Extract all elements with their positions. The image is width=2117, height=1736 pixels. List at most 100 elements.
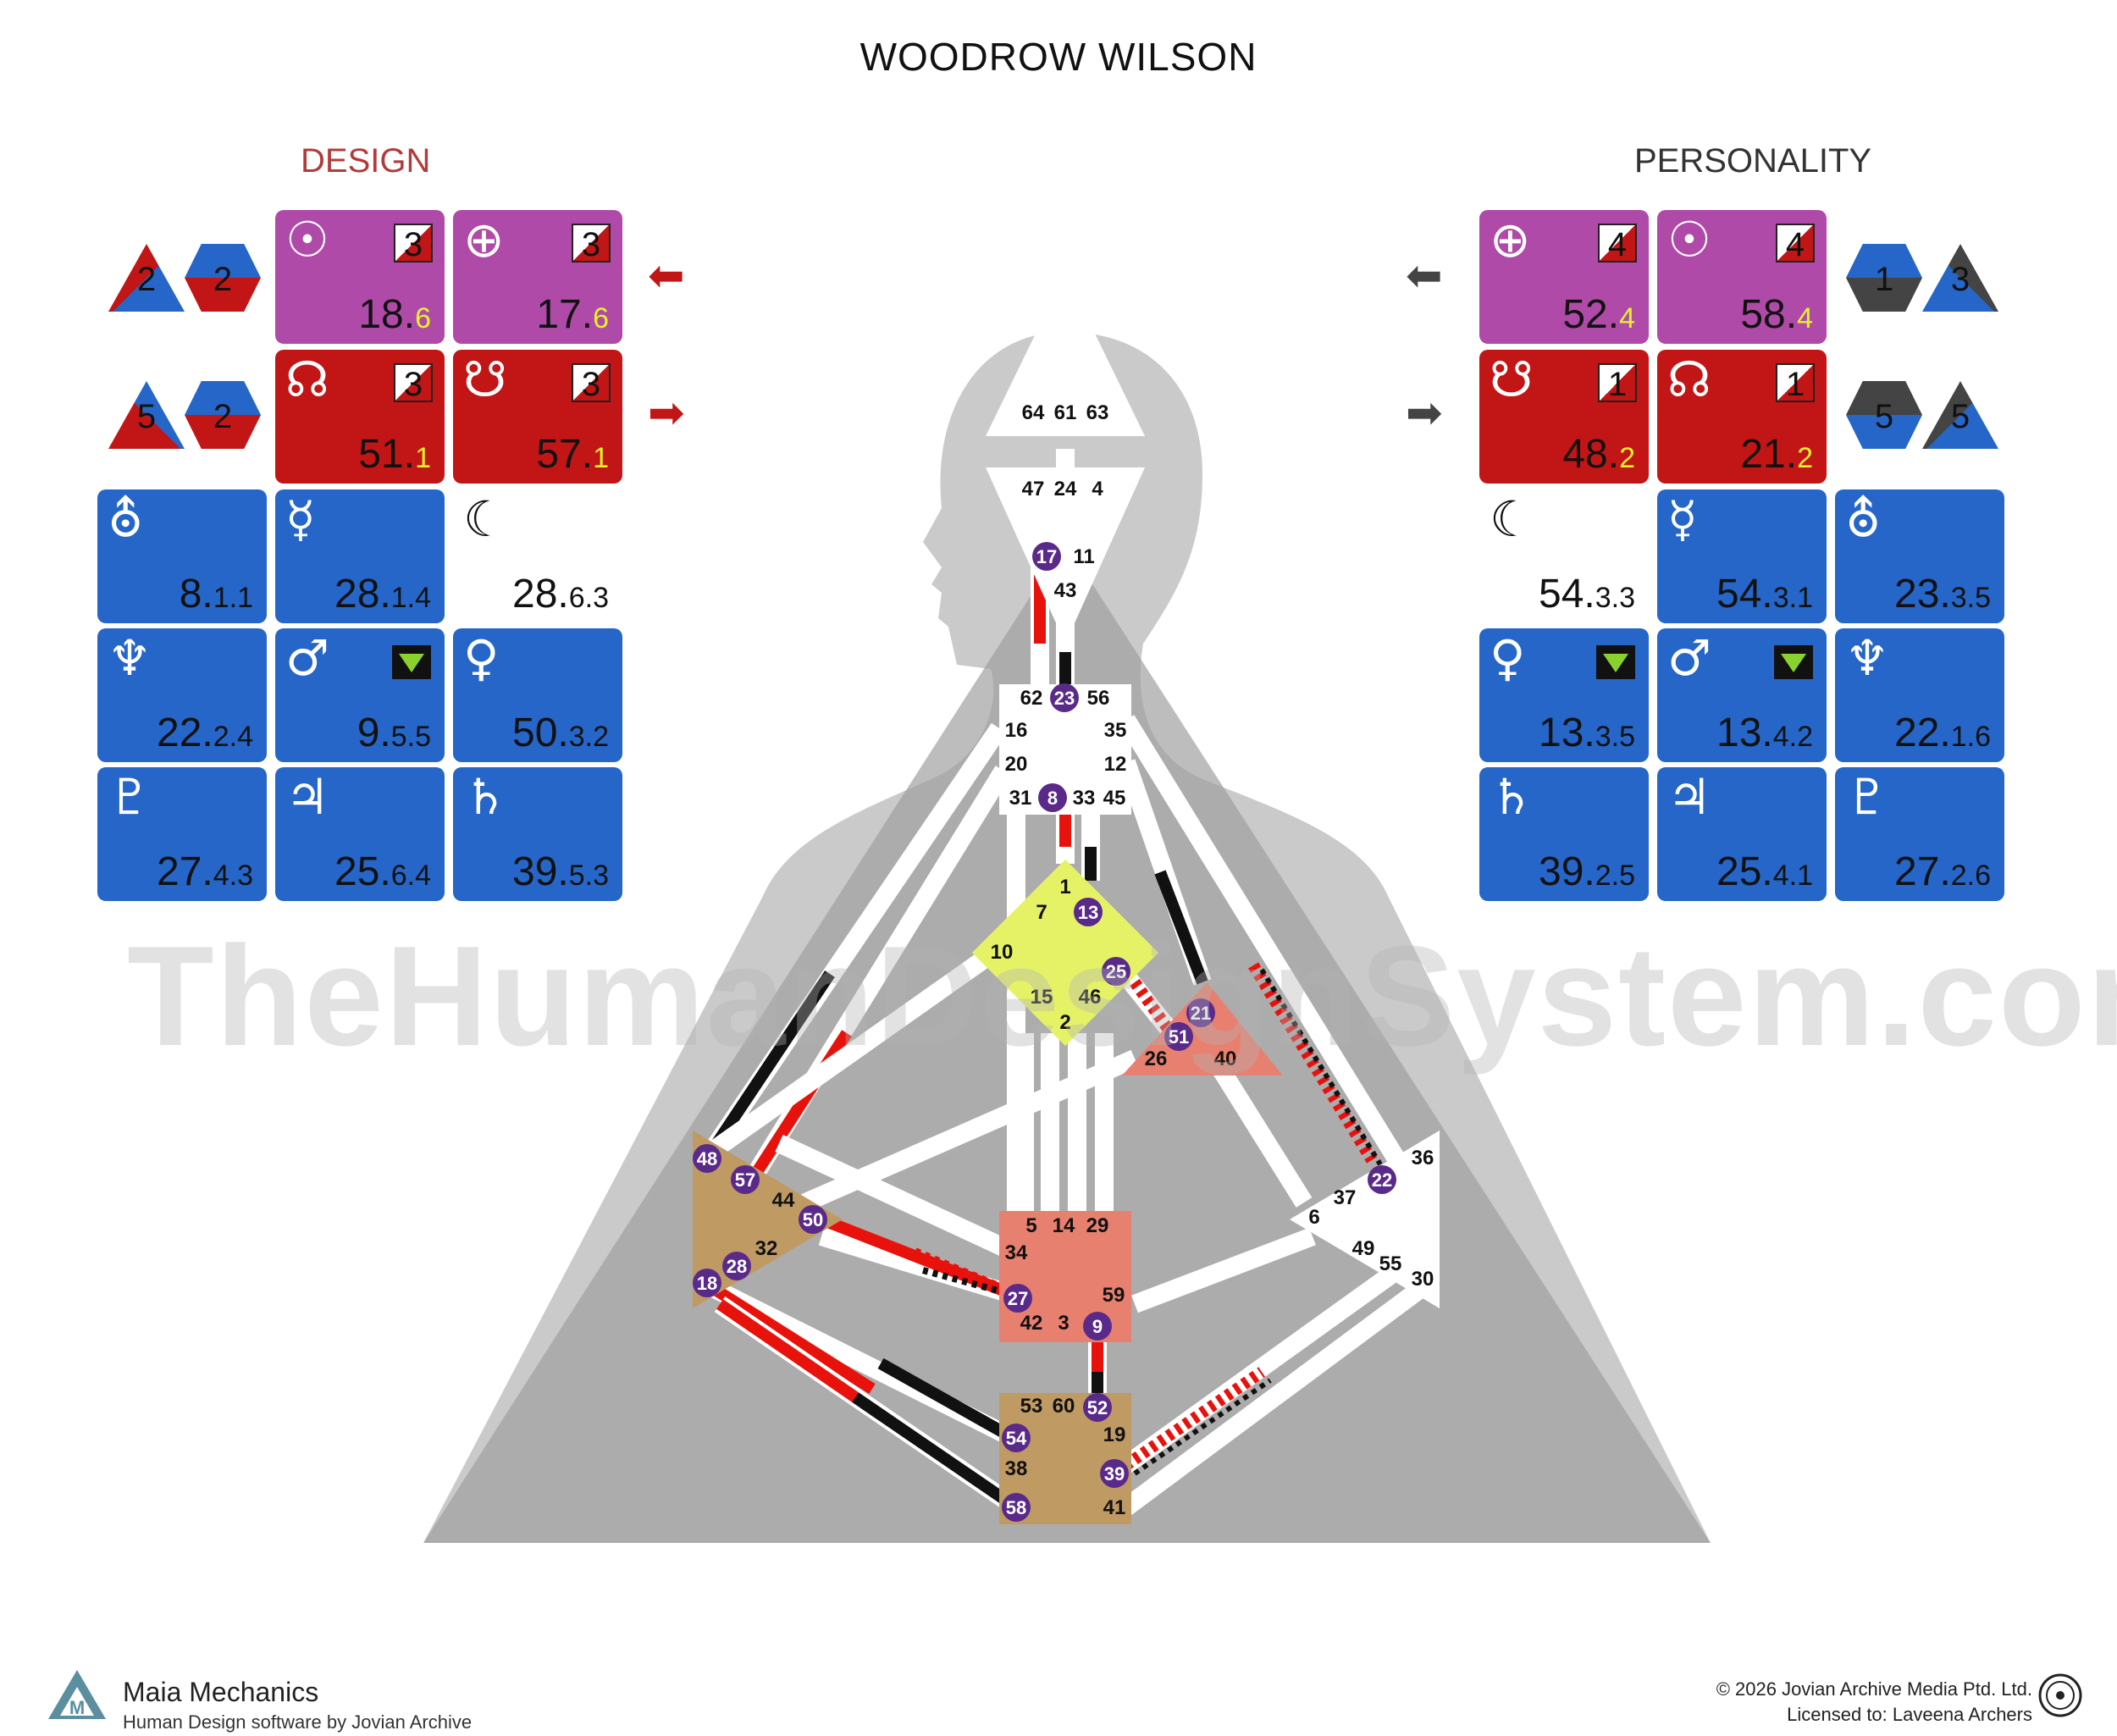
gate-label: 47 xyxy=(1022,478,1045,500)
personality-card-mercury[interactable]: ☿54.3.1 xyxy=(1657,489,1827,623)
line-badge: 1 xyxy=(1598,363,1637,403)
svg-text:21: 21 xyxy=(1191,1003,1211,1024)
design-card-saturn[interactable]: ♄39.5.3 xyxy=(453,767,622,901)
gate-number: 54. xyxy=(1539,572,1595,616)
line-number: 6.4 xyxy=(390,860,431,892)
gate-number: 25. xyxy=(1716,849,1773,894)
design-card-mercury[interactable]: ☿28.1.4 xyxy=(275,489,445,623)
planet-symbol-icon: ♂ xyxy=(1667,629,1711,687)
gate-label: 3 xyxy=(1058,1312,1069,1335)
personality-card-mars[interactable]: ♂13.4.2 xyxy=(1657,628,1827,762)
gate-line-value: 8.1.1 xyxy=(180,574,253,615)
line-number: 2.5 xyxy=(1595,860,1635,892)
gate-label: 34 xyxy=(1005,1241,1028,1264)
personality-card-moon[interactable]: ☾54.3.3 xyxy=(1479,489,1649,623)
personality-card-neptune[interactable]: ♆22.1.6 xyxy=(1835,628,2004,762)
line-badge: 3 xyxy=(394,224,433,263)
head-center xyxy=(986,273,1145,436)
gate-label: 11 xyxy=(1073,545,1094,568)
line-number: 4.2 xyxy=(1772,721,1813,753)
gate-number: 58. xyxy=(1740,292,1798,337)
gate-number: 18. xyxy=(358,292,416,337)
gate-label: 15 xyxy=(1031,986,1053,1009)
design-arrow-left-icon: ⬅ xyxy=(648,252,685,301)
gate-number: 48. xyxy=(1562,432,1620,477)
gate-number: 51. xyxy=(358,432,416,477)
design-card-pluto[interactable]: ♇27.4.3 xyxy=(97,767,267,901)
gate-label: 4 xyxy=(1092,478,1103,500)
design-card-jupiter[interactable]: ♃25.6.4 xyxy=(275,767,445,901)
design-card-venus[interactable]: ♀50.3.2 xyxy=(453,628,622,762)
gate-label: 1 xyxy=(1059,876,1070,898)
gate-line-value: 17.6 xyxy=(536,295,609,335)
maia-logo-icon: M xyxy=(48,1670,106,1719)
gate-label: 43 xyxy=(1054,579,1077,602)
activated-gate: 52 xyxy=(1083,1393,1112,1422)
svg-text:51: 51 xyxy=(1169,1026,1189,1048)
line-number: 1.6 xyxy=(1950,721,1991,753)
gate-label: 55 xyxy=(1379,1252,1402,1275)
design-variable-hexagon-2-icon: 2 xyxy=(185,381,261,449)
svg-text:13: 13 xyxy=(1078,902,1098,923)
gate-label: 45 xyxy=(1103,787,1126,810)
activated-gate: 50 xyxy=(799,1205,827,1234)
planet-symbol-icon: ♂ xyxy=(285,629,329,687)
personality-card-saturn[interactable]: ♄39.2.5 xyxy=(1479,767,1649,901)
footer-tagline: Human Design software by Jovian Archive xyxy=(123,1711,473,1733)
gate-label: 29 xyxy=(1086,1214,1109,1237)
gate-line-value: 21.2 xyxy=(1740,434,1813,475)
design-card-uranus[interactable]: ⛢8.1.1 xyxy=(97,489,267,623)
design-card-mars[interactable]: ♂9.5.5 xyxy=(275,628,445,762)
line-number: 6 xyxy=(593,302,609,334)
planet-symbol-icon: ♃ xyxy=(285,768,329,826)
svg-text:28: 28 xyxy=(727,1256,747,1277)
gate-label: 16 xyxy=(1005,719,1028,742)
g-center xyxy=(972,860,1158,1046)
design-card-moon[interactable]: ☾28.6.3 xyxy=(453,489,622,623)
gate-number: 17. xyxy=(536,292,594,337)
gate-label: 6 xyxy=(1308,1206,1319,1229)
line-number: 3.2 xyxy=(568,721,609,753)
gate-label: 53 xyxy=(1020,1395,1043,1418)
personality-arrow-right-icon: ➡ xyxy=(1406,389,1443,438)
personality-card-pluto[interactable]: ♇27.2.6 xyxy=(1835,767,2004,901)
design-card-neptune[interactable]: ♆22.2.4 xyxy=(97,628,267,762)
gate-label: 44 xyxy=(772,1189,795,1212)
gate-number: 23. xyxy=(1894,572,1951,616)
activated-gate: 57 xyxy=(731,1165,760,1194)
ego-center xyxy=(1122,982,1283,1075)
gate-number: 22. xyxy=(157,710,213,755)
personality-card-venus[interactable]: ♀13.3.5 xyxy=(1479,628,1649,762)
gate-label: 30 xyxy=(1412,1268,1434,1291)
line-badge: 4 xyxy=(1598,224,1637,263)
gate-label: 24 xyxy=(1054,478,1077,500)
activated-gate: 9 xyxy=(1083,1312,1112,1341)
gate-labels: 64 61 63 47 24 4 11 43 62 56 16 35 20 12… xyxy=(755,401,1434,1519)
gate-number: 50. xyxy=(512,710,569,755)
line-number: 2 xyxy=(1797,442,1813,474)
gate-line-value: 28.1.4 xyxy=(334,574,431,615)
activated-gate: 21 xyxy=(1186,998,1215,1027)
planet-symbol-icon: ♆ xyxy=(1845,629,1889,687)
line-number: 4 xyxy=(1797,302,1813,334)
personality-card-jupiter[interactable]: ♃25.4.1 xyxy=(1657,767,1827,901)
svg-text:25: 25 xyxy=(1106,961,1126,982)
planet-symbol-icon: ⊕ xyxy=(463,211,505,268)
personality-card-uranus[interactable]: ⛢23.3.5 xyxy=(1835,489,2004,623)
gate-label: 12 xyxy=(1104,753,1127,776)
gate-label: 38 xyxy=(1005,1457,1028,1480)
planet-symbol-icon: ♇ xyxy=(1845,768,1889,826)
line-number: 5.3 xyxy=(568,860,609,892)
activated-gate: 27 xyxy=(1003,1284,1032,1313)
gate-line-value: 54.3.3 xyxy=(1539,574,1635,615)
gate-line-value: 27.4.3 xyxy=(157,852,253,893)
planet-symbol-icon: ☾ xyxy=(463,490,507,548)
